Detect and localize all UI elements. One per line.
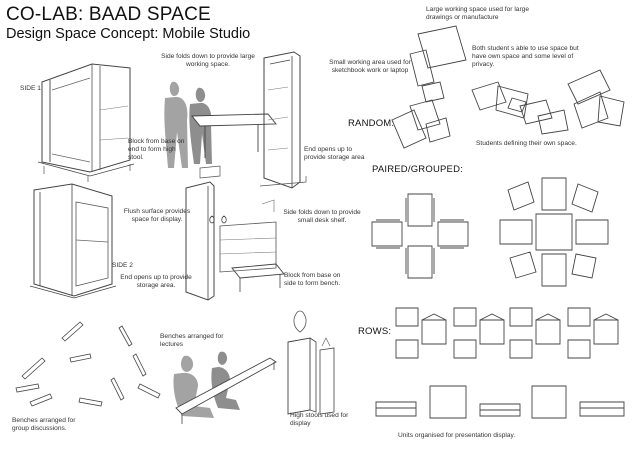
lecture-benches-sketch	[173, 300, 370, 430]
privacy-workspace-plan-sketch	[560, 66, 634, 136]
section-rows: ROWS:	[358, 326, 392, 337]
note-side-folds-large: Side folds down to provide large working…	[161, 53, 255, 68]
rows-plan-sketch	[392, 300, 632, 370]
side1-unit-sketch	[30, 50, 140, 185]
note-end-opens-storage-2: End opens up to provide storage area.	[120, 274, 192, 289]
note-both-students: Both student s able to use space but hav…	[472, 45, 579, 68]
note-high-stools-display: High stools used for display	[290, 412, 349, 427]
paired-cross-plan-sketch	[366, 190, 476, 282]
note-students-defining: Students defining their own space.	[476, 140, 577, 147]
section-paired: PAIRED/GROUPED:	[372, 164, 463, 175]
page-title: CO-LAB: BAAD SPACE	[6, 4, 211, 25]
presentation-rows-sketch	[372, 378, 634, 428]
desk-shelf-unit-sketch	[180, 180, 290, 305]
benches-group-sketch	[10, 318, 180, 418]
note-end-opens-storage-1: End opens up to provide storage area	[304, 146, 365, 161]
side1-label: SIDE 1	[20, 85, 41, 92]
random-plan-sketch-2	[516, 98, 572, 138]
fold-down-workspace-sketch	[164, 50, 310, 190]
section-random: RANDOM:	[348, 118, 395, 129]
large-workspace-plan-sketch	[400, 22, 480, 112]
note-benches-group: Benches arranged for group discussions.	[12, 417, 76, 432]
random-plan-sketch-1	[386, 96, 452, 156]
side2-label: SIDE 2	[112, 262, 133, 269]
side2-unit-sketch	[30, 180, 120, 300]
note-units-presentation: Units organised for presentation display…	[398, 432, 516, 439]
note-block-bench: Block from base on side to form bench.	[284, 272, 341, 287]
note-benches-lectures: Benches arranged for lectures	[160, 333, 224, 348]
grouped-square-plan-sketch	[494, 172, 614, 292]
note-side-folds-small: Side folds down to provide small desk sh…	[283, 209, 361, 224]
note-small-working-area: Small working area used for sketchbook w…	[329, 59, 411, 74]
page-subtitle: Design Space Concept: Mobile Studio	[6, 26, 251, 42]
note-large-working-space: Large working space used for large drawi…	[426, 6, 529, 21]
note-flush-surface: Flush surface provides space for display…	[123, 208, 191, 223]
note-block-high-stool: Block from base on end to form high stoo…	[128, 138, 185, 161]
